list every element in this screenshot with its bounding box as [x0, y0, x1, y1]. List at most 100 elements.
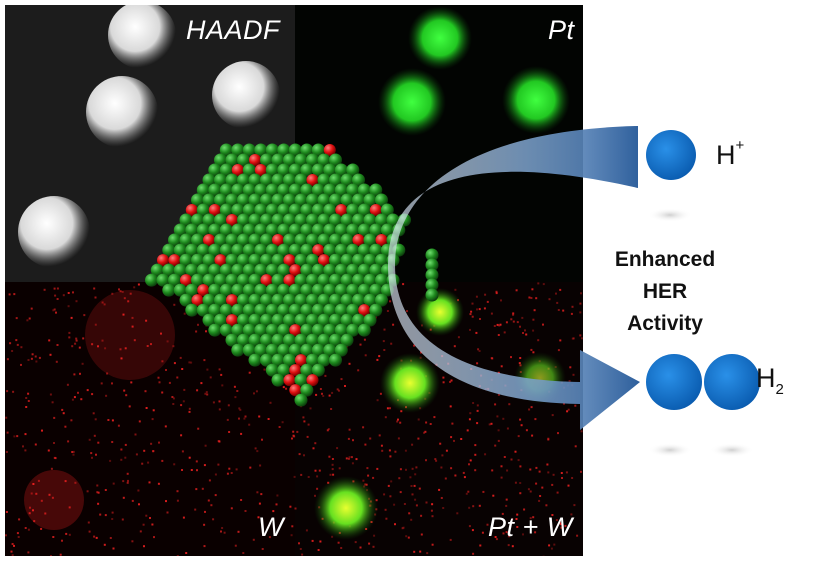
pt-atom: [277, 143, 291, 157]
pt-atom: [288, 303, 302, 317]
pt-atom: [283, 153, 296, 167]
w-atom: [283, 374, 296, 387]
pt-atom: [254, 323, 268, 337]
pt-atom: [277, 303, 291, 317]
pt-atom: [150, 263, 164, 277]
pt-atom: [185, 243, 199, 257]
pt-atom: [162, 263, 176, 277]
pt-atom: [260, 213, 273, 227]
pt-atom: [248, 173, 262, 187]
pt-atom: [317, 333, 331, 347]
pt-atom: [231, 283, 245, 297]
pt-atom: [300, 143, 314, 157]
pt-atom: [208, 303, 222, 317]
pt-atom: [208, 283, 222, 297]
pt-atom: [248, 213, 262, 227]
pt-atom: [346, 163, 360, 177]
pt-atom: [346, 223, 360, 237]
pt-atom: [265, 323, 279, 337]
pt-atom: [329, 333, 342, 347]
haadf-particle: [86, 76, 158, 148]
pt-atom: [254, 203, 268, 217]
pt-atom: [300, 323, 314, 337]
pt-atom: [191, 273, 204, 287]
pt-atom: [162, 243, 176, 257]
w-atom: [197, 284, 210, 297]
pt-atom: [231, 183, 245, 197]
w-atom: [306, 374, 319, 387]
pt-atom: [340, 333, 354, 347]
pt-atom: [219, 203, 233, 217]
pt-atom: [306, 233, 319, 247]
pt-atom: [375, 293, 388, 307]
pt-atom: [311, 283, 325, 297]
pt-atom: [294, 233, 308, 247]
pt-atom: [283, 173, 296, 187]
pt-atom: [242, 223, 256, 237]
pt-particle: [378, 68, 446, 136]
pt-atom: [294, 393, 308, 407]
pt-atom: [323, 183, 337, 197]
pt-atom: [369, 183, 383, 197]
pt-atom: [254, 283, 268, 297]
pt-atom: [277, 343, 291, 357]
pt-atom: [196, 303, 210, 317]
w-atom: [249, 154, 261, 166]
pt-atom: [363, 233, 377, 247]
pt-atom: [237, 293, 250, 307]
pt-atom: [288, 163, 302, 177]
pt-atom: [145, 273, 158, 287]
pt-atom: [231, 303, 245, 317]
pt-atom: [237, 173, 250, 187]
pt-atom: [225, 233, 239, 247]
pt-atom: [323, 283, 337, 297]
pt-atom: [340, 273, 354, 287]
pt-atom: [375, 273, 388, 287]
pt-atom: [168, 273, 181, 287]
proton-label: H+: [716, 137, 745, 171]
w-atom: [358, 304, 371, 317]
pt-atom: [237, 153, 250, 167]
pt-atom: [352, 273, 365, 287]
pt-atom: [283, 293, 296, 307]
pt-atom: [265, 263, 279, 277]
pt-atom: [162, 283, 176, 297]
pt-atom: [334, 183, 348, 197]
pt-atom: [369, 223, 383, 237]
pt-atom: [202, 313, 216, 327]
pt-atom: [248, 253, 262, 267]
pt-atom: [271, 193, 285, 207]
pt-atom: [208, 163, 222, 177]
pt-atom: [214, 213, 227, 227]
pt-atom: [242, 183, 256, 197]
pt-atom: [306, 213, 319, 227]
proton-charge: +: [735, 137, 745, 154]
pt-atom: [425, 268, 439, 282]
pt-atom: [260, 313, 273, 327]
pt-atom: [219, 163, 233, 177]
pt-atom: [300, 383, 314, 397]
pt-atom: [225, 273, 239, 287]
pt-atom: [363, 213, 377, 227]
pt-atom: [277, 163, 291, 177]
pt-atom: [306, 193, 319, 207]
pt-atom: [260, 193, 273, 207]
pt-atom: [260, 233, 273, 247]
pt-atom: [173, 283, 187, 297]
pt-atom: [265, 243, 279, 257]
w-atom: [375, 234, 388, 246]
pt-atom: [300, 363, 314, 377]
pt-atom: [294, 213, 308, 227]
pt-atom: [300, 183, 314, 197]
pt-atom: [288, 243, 302, 257]
pt-atom: [323, 203, 337, 217]
pt-atom: [254, 143, 268, 157]
pt-atom: [369, 283, 383, 297]
pt-atom: [225, 173, 239, 187]
pt-atom: [323, 343, 337, 357]
pt-atom: [265, 343, 279, 357]
pt-atom: [317, 233, 331, 247]
pt-atom: [352, 293, 365, 307]
pt-atom: [231, 343, 245, 357]
pt-atom: [425, 258, 439, 272]
